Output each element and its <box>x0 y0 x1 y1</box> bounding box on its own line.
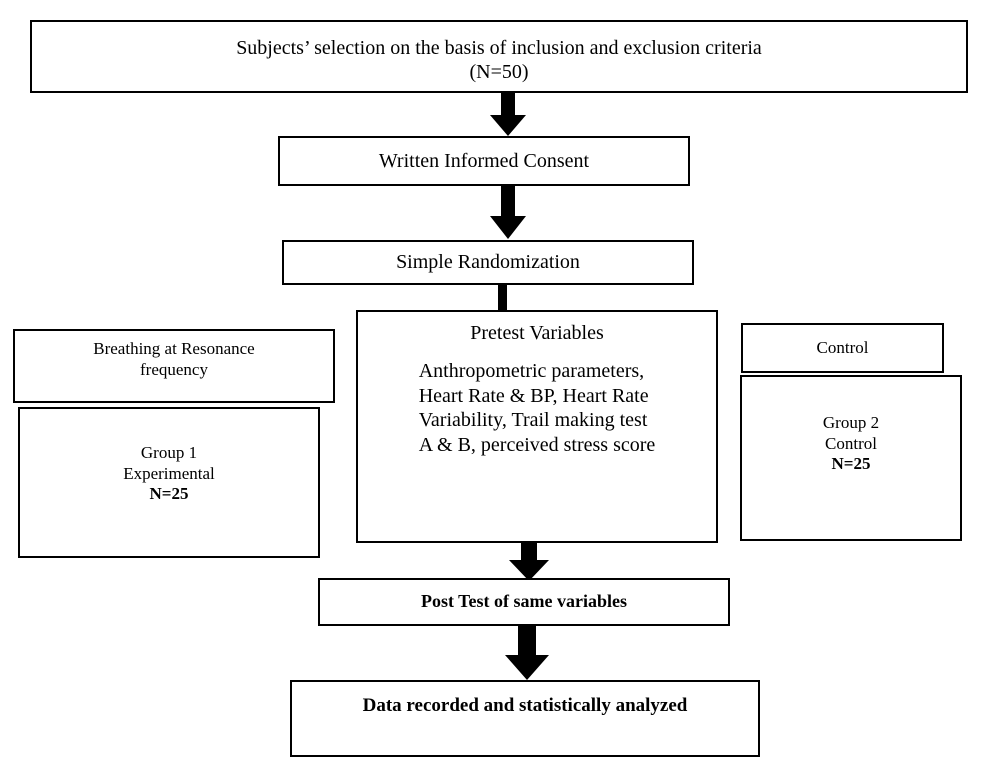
node-group-2-sample-size: N=25 <box>831 454 871 474</box>
node-breathing-line-1: Breathing at Resonance <box>93 339 255 358</box>
node-group-1-line-2: Experimental <box>123 463 215 483</box>
node-subjects-selection-line-2: (N=50) <box>469 61 529 83</box>
node-simple-randomization: Simple Randomization <box>282 240 694 285</box>
node-simple-randomization-label: Simple Randomization <box>396 251 580 274</box>
node-group-1-sample-size: N=25 <box>149 484 189 504</box>
node-written-informed-consent-label: Written Informed Consent <box>378 149 590 172</box>
node-pretest-variables-line-2: Heart Rate & BP, Heart Rate <box>418 384 649 407</box>
node-pretest-variables-line-3: Variability, Trail making test <box>418 409 648 432</box>
node-pretest-variables: Pretest Variables Anthropometric paramet… <box>356 310 718 543</box>
node-pretest-variables-line-1: Anthropometric parameters, <box>418 360 645 383</box>
node-pretest-variables-title: Pretest Variables <box>470 322 604 344</box>
node-subjects-selection: Subjects’ selection on the basis of incl… <box>30 20 968 93</box>
node-control-label-text: Control <box>816 337 869 357</box>
connector-randomization-to-pretest <box>498 283 507 312</box>
node-group-1-line-1: Group 1 <box>140 443 198 462</box>
arrow-subjects-to-consent <box>486 93 530 137</box>
node-pretest-variables-body: Anthropometric parameters, Heart Rate & … <box>419 359 656 457</box>
node-data-recorded-label: Data recorded and statistically analyzed <box>362 695 688 716</box>
node-group-2-line-2: Control <box>825 433 877 453</box>
node-data-recorded-and-statistically-analyzed: Data recorded and statistically analyzed <box>290 680 760 757</box>
node-subjects-selection-line-1: Subjects’ selection on the basis of incl… <box>236 36 762 59</box>
node-group-2-line-1: Group 2 <box>822 413 880 432</box>
arrow-posttest-to-data-recorded <box>501 625 553 681</box>
node-pretest-variables-line-4: A & B, perceived stress score <box>418 433 656 456</box>
arrow-pretest-to-posttest <box>505 542 553 582</box>
node-written-informed-consent: Written Informed Consent <box>278 136 690 186</box>
node-breathing-at-resonance-frequency: Breathing at Resonance frequency <box>13 329 335 403</box>
arrow-consent-to-randomization <box>486 186 530 240</box>
node-breathing-line-2: frequency <box>140 359 208 379</box>
node-post-test-of-same-variables: Post Test of same variables <box>318 578 730 626</box>
node-post-test-label: Post Test of same variables <box>421 591 627 612</box>
node-group-2-control: Group 2 Control N=25 <box>740 375 962 541</box>
node-control-label: Control <box>741 323 944 373</box>
node-group-1-experimental: Group 1 Experimental N=25 <box>18 407 320 558</box>
